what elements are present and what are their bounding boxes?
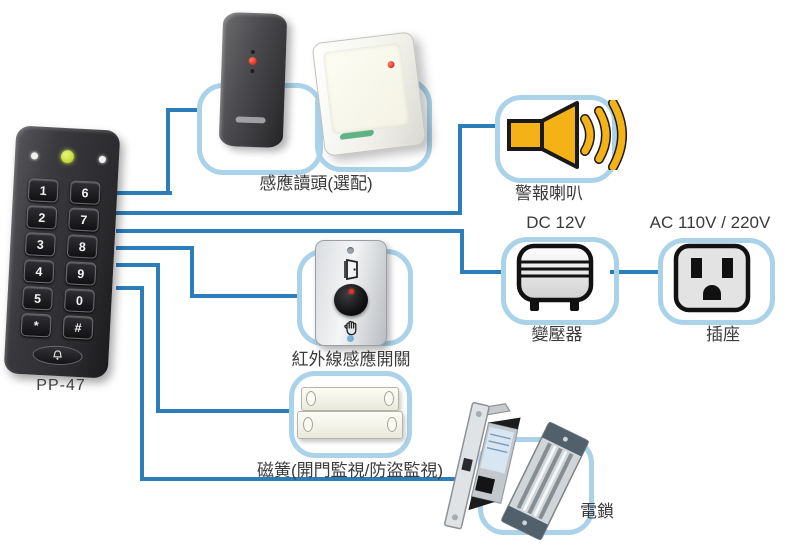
- key-4: 4: [23, 259, 55, 284]
- bracket-alarm: [495, 95, 617, 183]
- reed-hole: [306, 391, 316, 406]
- wire-alarm-h2: [458, 124, 498, 128]
- transformer-icon: [516, 243, 594, 311]
- bracket-reed-switch: [289, 371, 412, 458]
- readers-label: 感應讀頭(選配): [259, 174, 373, 193]
- wire-reed-h1: [116, 263, 160, 267]
- keypad-device: 1 6 2 7 3 8 4 9 5 0 * #: [3, 125, 121, 379]
- wire-lock-v: [140, 286, 144, 481]
- key-0: 0: [63, 288, 96, 313]
- alarm-label: 警報喇叭: [515, 184, 583, 203]
- key-9: 9: [65, 261, 97, 286]
- reader-led-red: [248, 56, 257, 66]
- wire-transformer-outlet: [610, 270, 660, 274]
- key-hash: #: [62, 315, 94, 340]
- ir-sensor-button: [334, 284, 368, 316]
- outlet-icon: [673, 243, 751, 313]
- ir-led-red: [349, 289, 354, 294]
- ir-switch-label: 紅外線感應開關: [291, 350, 411, 369]
- wire-power-v: [460, 229, 464, 274]
- wire-power-h2: [460, 270, 504, 274]
- led-green-center: [60, 149, 75, 164]
- ir-screw-bottom: [347, 335, 354, 342]
- wire-alarm-h1: [116, 211, 462, 215]
- reader-white-panel: [322, 42, 411, 135]
- outlet-label: 插座: [706, 325, 740, 344]
- ac-voltage-label: AC 110V / 220V: [649, 213, 771, 232]
- reed-bar-bottom: [297, 411, 403, 439]
- wire-readers-h1: [116, 191, 172, 195]
- proximity-reader-dark: [218, 11, 288, 149]
- wire-reed-h2: [156, 409, 294, 413]
- keypad-model-label: PP-47: [36, 377, 86, 394]
- wire-alarm-v: [458, 124, 462, 215]
- wire-lock-h1: [116, 286, 144, 290]
- wire-ir-v: [190, 246, 194, 298]
- mortise-lock-icon: [444, 402, 521, 530]
- wire-reed-v: [156, 263, 160, 413]
- key-3: 3: [24, 232, 56, 257]
- key-8: 8: [66, 234, 98, 259]
- reed-hole: [384, 391, 394, 406]
- reader-dot-top: [250, 49, 256, 55]
- wire-ir-h1: [116, 246, 194, 250]
- magnetic-lock-icon: [501, 421, 589, 541]
- wire-lock-h2: [140, 477, 470, 481]
- keypad-keys: 1 6 2 7 3 8 4 9 5 0 * #: [20, 178, 101, 340]
- reader-dark-logo: [235, 116, 266, 124]
- wire-ir-h2: [190, 294, 300, 298]
- key-1: 1: [27, 178, 59, 203]
- proximity-reader-white: [311, 31, 427, 157]
- ir-switch-device: [315, 240, 387, 346]
- hand-icon: [344, 320, 357, 336]
- reader-dot-bottom: [250, 68, 255, 74]
- ir-screw-top: [347, 247, 354, 254]
- dc-voltage-label: DC 12V: [526, 213, 586, 232]
- doorbell-button: [32, 344, 84, 367]
- door-icon: [344, 258, 358, 281]
- bracket-outlet: [658, 238, 775, 325]
- led-white-right: [98, 155, 107, 164]
- bracket-transformer: [501, 237, 619, 325]
- reed-switch-label: 磁簧(開門監視/防盜監視): [256, 461, 444, 480]
- lock-label: 電鎖: [580, 502, 614, 521]
- wire-power-h1: [116, 229, 464, 233]
- reed-hole: [303, 417, 313, 432]
- reed-hole: [387, 417, 397, 432]
- led-white-left: [30, 152, 39, 160]
- transformer-label: 變壓器: [531, 325, 583, 344]
- key-5: 5: [21, 286, 54, 311]
- alarm-speaker-icon: [507, 100, 627, 170]
- key-6: 6: [69, 180, 101, 205]
- bell-icon: [53, 350, 62, 360]
- key-star: *: [20, 312, 52, 338]
- key-2: 2: [26, 205, 58, 230]
- wire-readers-h2: [166, 108, 200, 112]
- key-7: 7: [68, 207, 100, 232]
- reed-switch-device: [296, 383, 404, 441]
- reed-bar-top: [301, 387, 399, 411]
- wire-readers-v: [166, 108, 170, 195]
